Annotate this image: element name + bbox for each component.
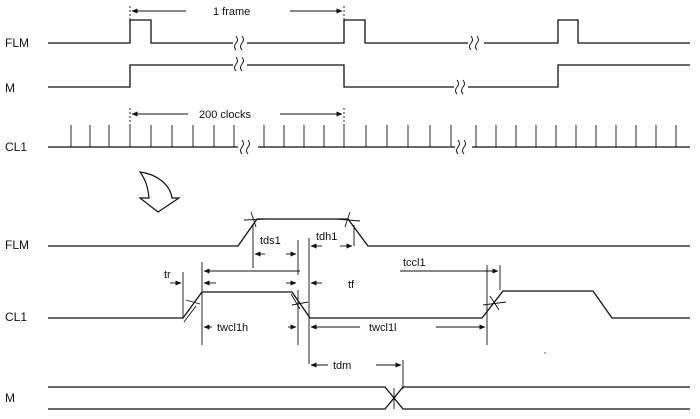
cl1-waveform-detail	[48, 290, 690, 323]
twcl1h-label: twcl1h	[217, 322, 248, 334]
flm-waveform-detail	[48, 211, 690, 247]
tdm-label: tdm	[333, 360, 351, 372]
twcl1l-label: twcl1l	[369, 322, 397, 334]
tccl1-dimension: tccl1	[203, 257, 499, 274]
signal-label-m-detail: M	[5, 391, 15, 405]
scan-speck	[544, 352, 546, 354]
flm-waveform-top	[48, 19, 690, 51]
signal-label-m-top: M	[5, 81, 15, 95]
curved-down-arrow-icon	[138, 171, 181, 213]
tdh1-label: tdh1	[316, 231, 337, 243]
tdh1-dimension: tdh1	[310, 231, 353, 249]
clocks-label: 200 clocks	[199, 109, 251, 121]
reference-lines	[182, 225, 501, 389]
detail-section: FLM CL1 M	[5, 211, 690, 410]
signal-label-flm-top: FLM	[5, 36, 29, 50]
cl1-waveform-top	[48, 125, 690, 155]
tr-label: tr	[164, 269, 171, 281]
m-waveform-detail	[48, 386, 690, 410]
signal-label-cl1-detail: CL1	[5, 310, 27, 324]
tf-dimension: tf	[286, 279, 355, 291]
overview-section: FLM M CL1	[5, 6, 690, 213]
clocks-dimension: 200 clocks	[129, 108, 345, 128]
tdm-dimension: tdm	[310, 360, 402, 372]
tds1-label: tds1	[260, 235, 281, 247]
tf-label: tf	[348, 279, 355, 291]
signal-label-cl1-top: CL1	[5, 140, 27, 154]
frame-label: 1 frame	[213, 6, 250, 18]
tds1-dimension: tds1	[254, 235, 297, 257]
signal-label-flm-detail: FLM	[5, 238, 29, 252]
tr-dimension: tr	[164, 269, 216, 286]
frame-dimension: 1 frame	[129, 6, 345, 22]
twcl1h-dimension: twcl1h	[203, 322, 297, 334]
m-waveform-top	[48, 56, 690, 95]
twcl1l-dimension: twcl1l	[310, 322, 486, 334]
tccl1-label: tccl1	[403, 257, 426, 269]
